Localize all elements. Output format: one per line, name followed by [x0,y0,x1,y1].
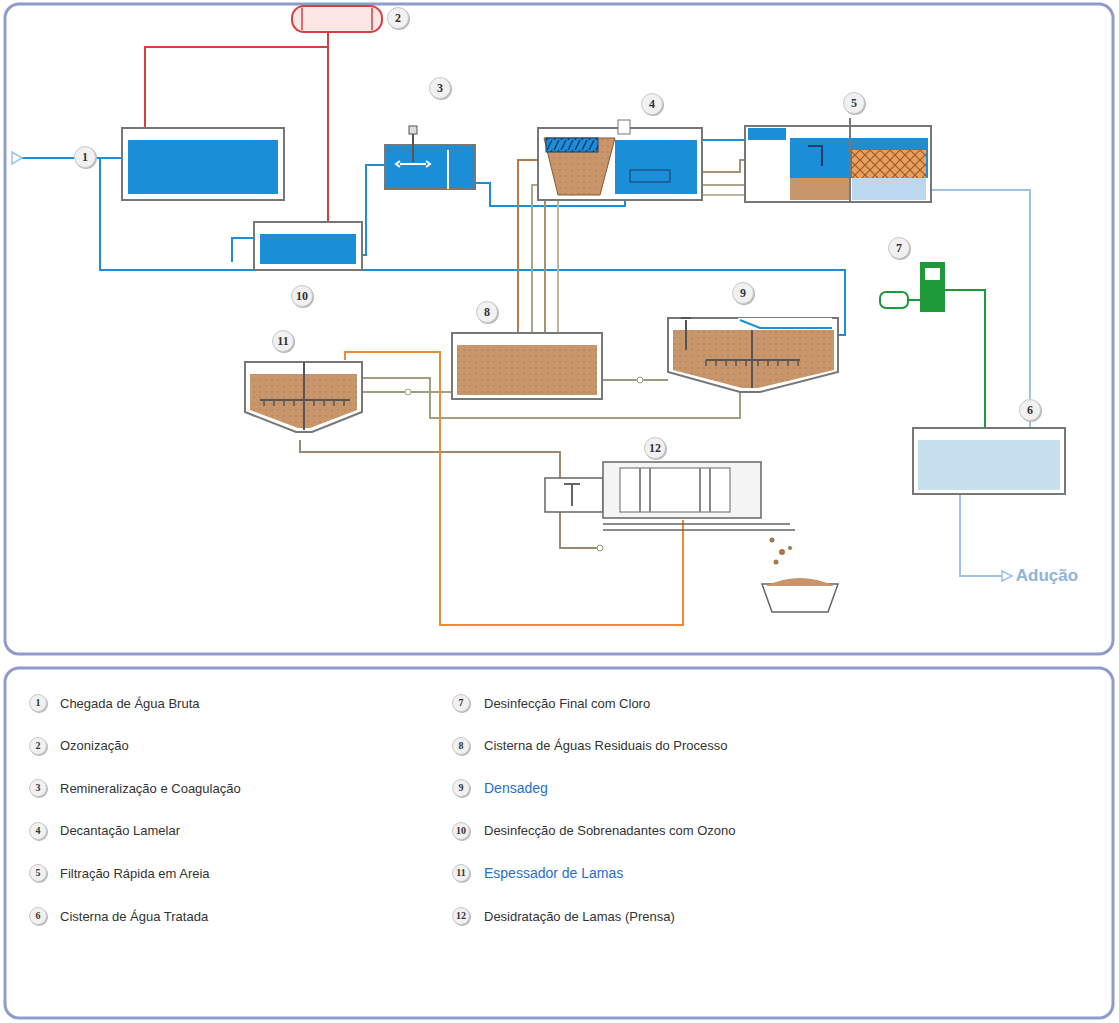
legend-number: 6 [29,907,47,925]
callout-number: 1 [74,146,96,168]
callout-number: 9 [732,282,754,304]
legend-number: 8 [452,737,470,755]
callout-number: 4 [641,93,663,115]
legend-text: Remineralização e Coagulação [60,781,241,796]
legend-text: Desinfecção Final com Cloro [484,696,650,711]
callout-number: 6 [1019,399,1041,421]
callout-number: 10 [291,285,313,307]
legend-text: Desidratação de Lamas (Prensa) [484,909,675,924]
callout-number: 8 [476,301,498,323]
callout-number: 5 [843,92,865,114]
callout-number: 2 [387,7,409,29]
legend-number: 2 [29,737,47,755]
callout-number: 7 [888,237,910,259]
outlet-label: Adução [1014,566,1080,586]
legend-number: 10 [452,822,470,840]
legend-number: 7 [452,694,470,712]
legend-text: Cisterna de Águas Residuais do Processo [484,738,728,753]
legend-text: Ozonização [60,738,129,753]
legend-text: Chegada de Água Bruta [60,696,200,711]
legend-text: Filtração Rápida em Areia [60,866,210,881]
callout-number: 12 [644,437,666,459]
legend-number: 12 [452,907,470,925]
legend-text: Espessador de Lamas [484,865,623,881]
legend-text: Decantação Lamelar [60,823,180,838]
legend-text: Cisterna de Água Tratada [60,909,208,924]
callout-number: 11 [272,330,294,352]
callout-number: 3 [429,77,451,99]
legend-text: Densadeg [484,780,548,796]
legend-number: 4 [29,822,47,840]
legend-text: Desinfecção de Sobrenadantes com Ozono [484,823,736,838]
legend-number: 1 [29,694,47,712]
